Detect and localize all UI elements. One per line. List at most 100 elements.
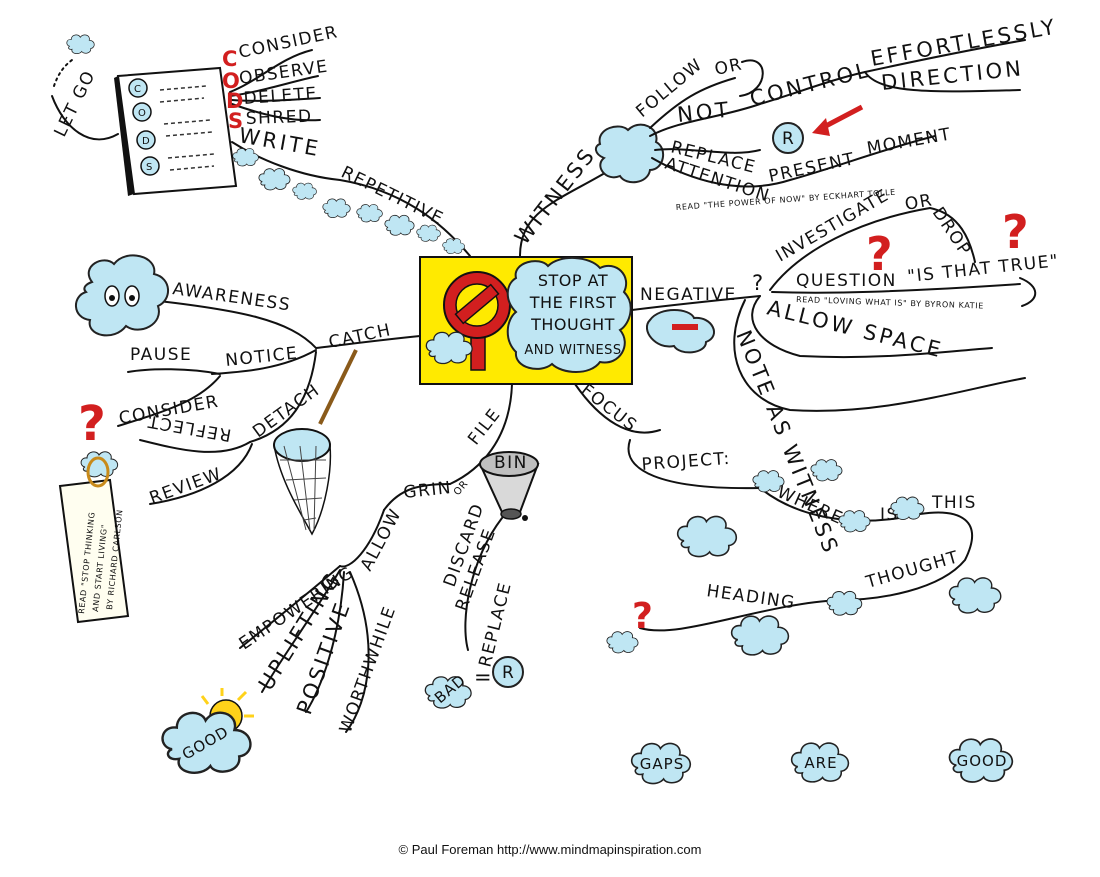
investigate-line — [769, 206, 976, 291]
delete-word: DELETE — [243, 84, 318, 109]
question-arrow — [1019, 277, 1037, 307]
witness-line — [519, 169, 611, 257]
review-label: REVIEW — [147, 464, 225, 509]
thought-label: THOUGHT — [863, 547, 962, 593]
repetitive-cloud — [322, 198, 351, 219]
red-arrow-shaft — [820, 104, 864, 131]
center-line-1: STOP AT — [538, 271, 608, 290]
question-mark-icon: ? — [866, 227, 893, 281]
notice-label: NOTICE — [224, 343, 299, 371]
allow-line — [339, 509, 385, 568]
good-label-right: GOOD — [957, 752, 1008, 770]
shred-word: SHRED — [245, 107, 312, 129]
replace-line — [654, 148, 761, 154]
focus-cloud — [730, 615, 790, 656]
center-line-2: THE FIRST — [529, 293, 616, 312]
consider-initial: C — [222, 47, 240, 71]
repetitive-line — [231, 141, 471, 257]
this-label: THIS — [931, 493, 977, 513]
project-label: PROJECT: — [641, 449, 732, 475]
note-as-witness-line — [733, 299, 1026, 412]
question-mark-icon: ? — [78, 396, 106, 452]
negative-line — [631, 295, 761, 311]
effortlessly-line — [864, 39, 1026, 73]
consider-line — [117, 375, 221, 427]
butterfly-net-icon — [273, 349, 358, 536]
repetitive-cloud — [356, 204, 383, 223]
equals-label: = — [474, 665, 495, 689]
center-line-4: AND WITNESS — [524, 343, 621, 358]
question-mark-icon: ? — [1002, 205, 1029, 259]
focus-label: FOCUS — [577, 380, 641, 436]
svg-text:?: ? — [1002, 205, 1029, 259]
observe-initial: O — [222, 69, 243, 93]
positive-line — [305, 571, 345, 713]
witness-branch: WITNESS FOLLOW OR NOT CONTROL EFFORTLESS… — [510, 14, 1059, 257]
focus-cloud — [676, 515, 738, 558]
copyright-credit: © Paul Foreman http://www.mindmapinspira… — [398, 842, 702, 857]
direction-line — [864, 71, 1021, 93]
catch-label: CATCH — [327, 320, 393, 353]
control-label: CONTROL — [747, 58, 873, 111]
worthwhile-line — [345, 571, 370, 733]
question-label: QUESTION — [796, 271, 897, 291]
negative-branch: NEGATIVE ? INVESTIGATE OR DROP QUESTION … — [631, 185, 1060, 558]
r-label-bottom: R — [502, 663, 515, 683]
repetitive-cloud — [442, 238, 465, 255]
r-circle-bottom — [492, 656, 524, 688]
repetitive-cloud — [232, 148, 259, 167]
let-go-float-line — [53, 59, 73, 87]
focus-line — [574, 383, 661, 434]
center-line-3: THOUGHT — [530, 315, 615, 334]
attention-line — [651, 135, 936, 188]
r-label: R — [782, 129, 795, 149]
is-that-true-label: "IS THAT TRUE" — [906, 251, 1060, 287]
pause-label: PAUSE — [130, 345, 192, 365]
svg-text:?: ? — [632, 596, 653, 637]
heading-label: HEADING — [705, 581, 797, 613]
uplifting-line — [261, 569, 341, 693]
awareness-label: AWARENESS — [171, 279, 292, 315]
moment-label: MOMENT — [865, 124, 953, 159]
allow-space-line — [751, 295, 993, 359]
svg-text:?: ? — [866, 227, 893, 281]
let-go-cloud — [66, 34, 95, 55]
negative-label: NEGATIVE — [640, 285, 737, 305]
catch-line — [315, 335, 421, 349]
negative-qmark: ? — [752, 271, 766, 295]
witness-label: WITNESS — [510, 143, 601, 250]
question-line — [771, 283, 1021, 294]
project-line — [627, 439, 761, 490]
bin-drop-line — [464, 517, 503, 651]
circle-letter-o: O — [138, 108, 146, 119]
grin-line — [383, 483, 451, 511]
awareness-cloud — [75, 254, 169, 337]
witness-cloud — [594, 123, 665, 184]
minus-sign-icon — [672, 324, 698, 330]
follow-or-label: OR — [713, 54, 745, 79]
grin-label: GRIN — [402, 478, 453, 503]
cods-fan: C CONSIDER O OBSERVE D DELETE S SHRED — [222, 22, 340, 133]
book-tag — [58, 456, 130, 624]
focus-cloud — [826, 590, 863, 616]
observe-fan-line — [229, 75, 319, 97]
or-arrow — [739, 59, 764, 97]
delete-initial: D — [226, 89, 246, 113]
gaps-are-good: GAPS ARE GOOD — [630, 738, 1014, 785]
r-circle — [772, 122, 804, 154]
question-mark-icon: ? — [632, 596, 653, 637]
are-label: ARE — [804, 754, 837, 772]
bin-icon — [478, 451, 540, 521]
red-arrow-head-icon — [812, 118, 830, 136]
delete-fan-line — [231, 97, 321, 102]
detach-line — [249, 351, 317, 443]
file-label: FILE — [464, 404, 505, 449]
notice-line — [211, 349, 317, 375]
let-go-line — [51, 95, 119, 141]
shred-fan-line — [231, 103, 321, 122]
pause-line — [127, 368, 221, 375]
repetitive-cloud — [384, 214, 415, 236]
consider-fan-line — [229, 49, 313, 93]
not-label: NOT — [676, 97, 732, 127]
